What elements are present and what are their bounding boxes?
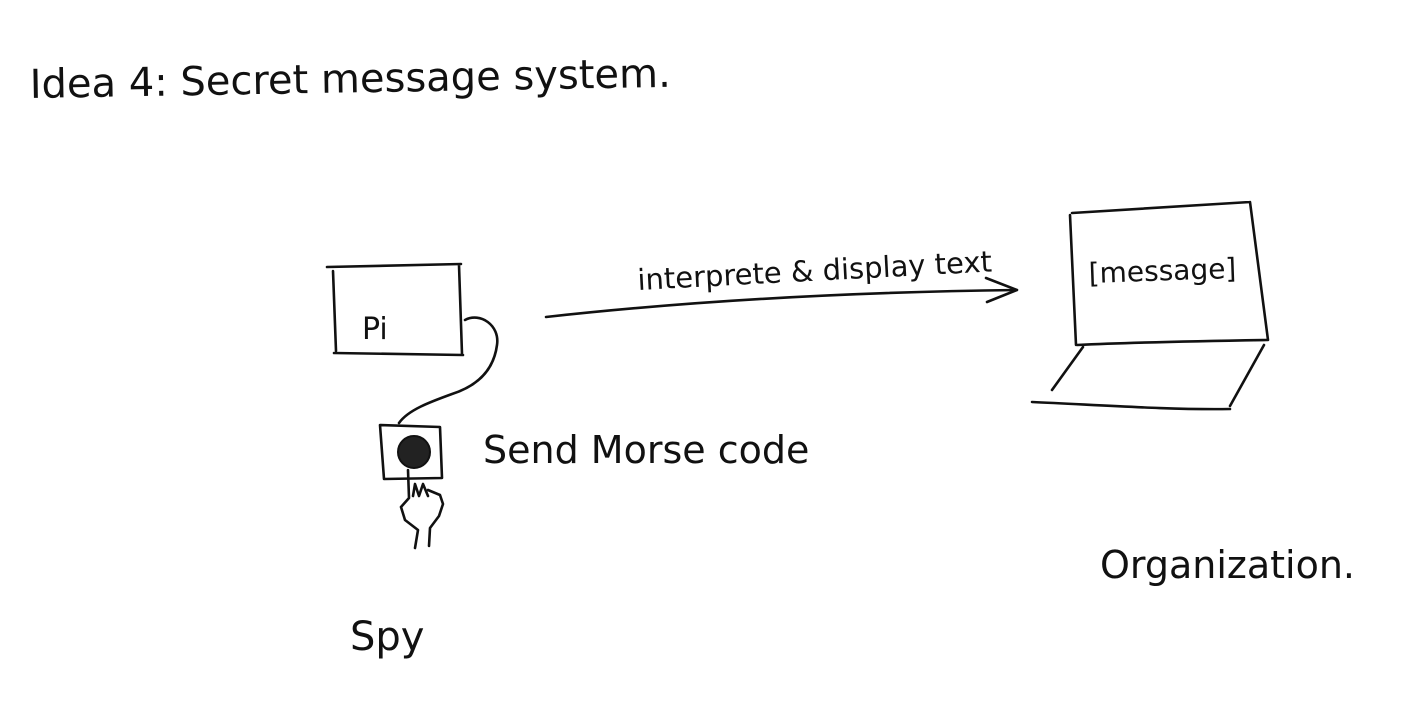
pi-box: Pi (325, 262, 465, 357)
organization-label: Organization. (1100, 543, 1355, 587)
button-knob (397, 435, 431, 469)
laptop-icon: [message] (1030, 200, 1270, 411)
spy-label: Spy (350, 614, 424, 660)
morse-label: Send Morse code (483, 428, 809, 472)
pi-label: Pi (362, 312, 388, 347)
cable-wire (397, 316, 499, 425)
arrow-label: interprete & display text (637, 244, 993, 297)
page-title: Idea 4: Secret message system. (29, 51, 671, 108)
screen-message: [message] (1088, 252, 1237, 290)
hand-icon (399, 468, 445, 550)
morse-button-device (378, 423, 444, 481)
arrow (544, 276, 1019, 319)
